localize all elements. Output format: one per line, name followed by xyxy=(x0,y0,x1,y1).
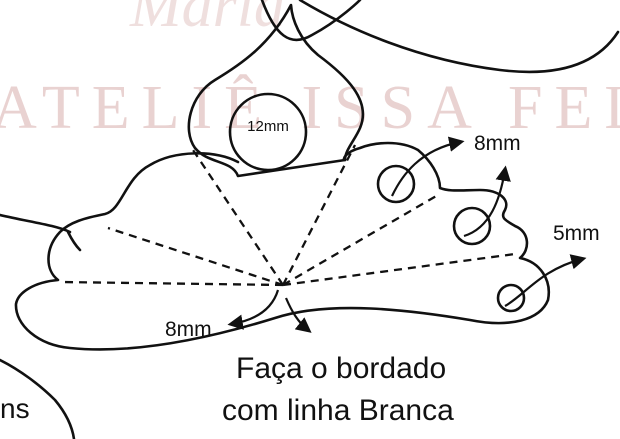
note-line2: com linha Branca xyxy=(222,394,454,427)
circle-top-right xyxy=(452,206,492,246)
watermark-text: ATELIÊ ISSA FELTRO xyxy=(0,74,620,142)
arrow-note xyxy=(284,297,312,333)
center-circle xyxy=(228,92,308,172)
arrow-up-right xyxy=(463,165,511,238)
circle-8mm-top xyxy=(376,164,416,204)
corner-fragment: ns xyxy=(0,393,30,424)
upper-petal-outline xyxy=(260,0,620,74)
teardrop-piece xyxy=(187,3,365,178)
arrow-8mm-bottom xyxy=(227,289,280,330)
note-line1: Faça o bordado xyxy=(236,352,446,385)
arrow-8mm-top xyxy=(391,136,465,197)
left-petal-edge xyxy=(0,213,82,252)
fold-lines xyxy=(59,144,516,287)
label-8mm-top: 8mm xyxy=(474,132,521,155)
circle-5mm xyxy=(496,283,526,313)
center-circle-label: 12mm xyxy=(247,118,289,135)
arrow-5mm xyxy=(504,254,587,307)
label-8mm-bottom: 8mm xyxy=(165,318,212,341)
watermark-script: Maria xyxy=(129,0,285,40)
label-5mm: 5mm xyxy=(553,222,600,245)
fan-piece xyxy=(14,141,551,351)
bottom-left-petal xyxy=(0,358,76,439)
